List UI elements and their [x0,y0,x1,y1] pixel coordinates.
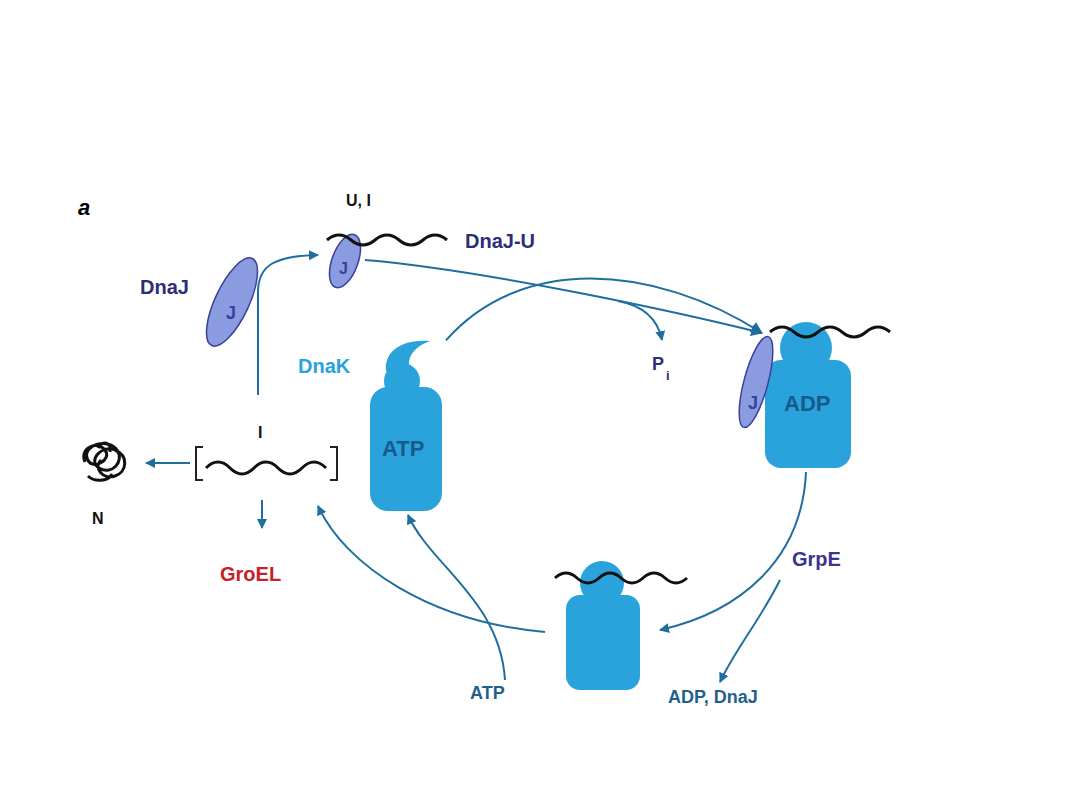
nucleotide-label: ATP [470,684,505,704]
panel-letter: a [78,196,90,220]
cycle-arrow [446,279,762,341]
product-label: ADP, DnaJ [668,688,758,708]
node-label: J [339,260,348,278]
dnaj-bound: J [325,228,365,292]
dnak-atp: DnaK ATP [298,335,446,512]
dnaj-shape [196,251,267,352]
arrow [408,515,505,680]
arrow [660,472,806,630]
node-label: J [748,394,758,414]
state-label: I [258,424,262,442]
cofactor-label: GrpE [792,548,841,570]
product-label: P [652,355,664,375]
bracket [330,447,337,480]
native-protein [84,443,125,480]
arrow [318,506,545,632]
polypeptide-chain [327,235,447,245]
polypeptide-chain [770,327,890,337]
node-heading: DnaJ [140,276,189,298]
cycle-arrow [365,260,762,333]
chaperone-label: GroEL [220,563,281,585]
state-label: N [92,510,104,528]
bracket [196,447,203,480]
arrow [618,301,662,340]
polypeptide-chain [555,573,687,583]
dnak-body [370,387,442,511]
node-heading: DnaK [298,355,350,377]
node-shape [140,252,265,354]
complex-label: DnaJ-U [465,230,535,252]
node-shape [740,330,772,432]
dnak-body [566,595,640,690]
node-label: J [226,304,236,324]
node-label: ATP [382,437,424,461]
subscript: i [666,369,670,383]
dnak-adp: ADP [762,318,854,468]
polypeptide-chain [206,462,326,474]
arrow [720,580,780,682]
node-label: ADP [784,392,830,416]
arrow [261,500,263,528]
arrow [146,462,190,464]
state-label: U, I [346,192,371,210]
dnaj-free: DnaJ J [140,252,265,354]
dnak-body [765,360,851,468]
dnaj-bound: J [740,330,772,432]
